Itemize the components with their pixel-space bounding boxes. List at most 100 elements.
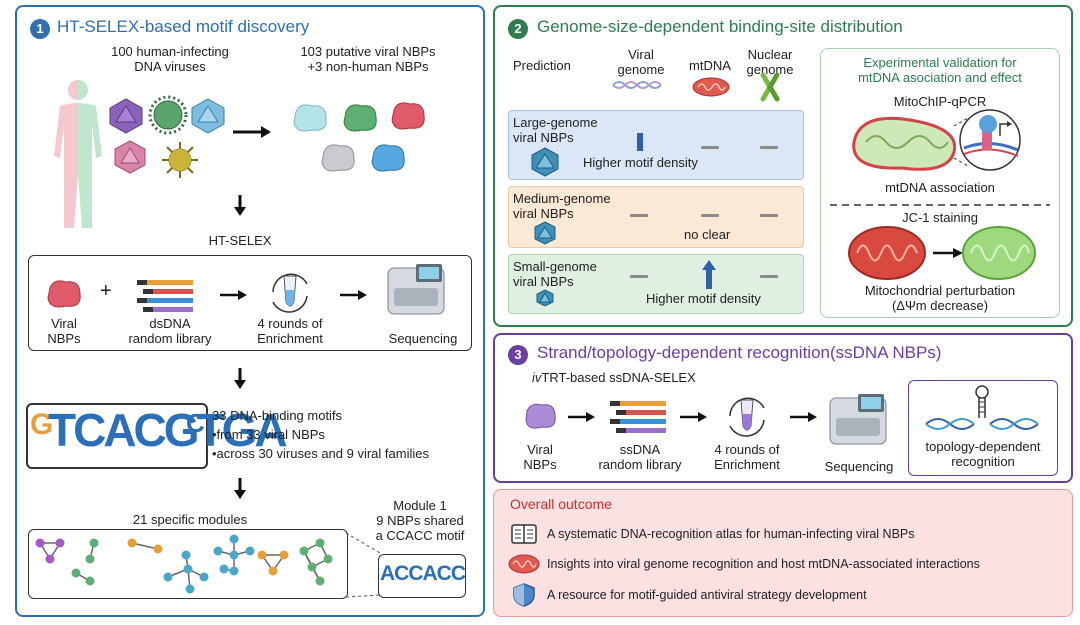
virus-icosahedron-icon-2 — [191, 98, 225, 134]
topology-label: topology-dependent recognition — [925, 439, 1041, 469]
viral-nbp-blob-icon — [47, 280, 81, 308]
small-viral-dash — [630, 275, 648, 278]
mitochip-illustration — [852, 109, 1021, 171]
panel-htselex — [15, 5, 485, 617]
sequencer-icon — [387, 264, 445, 315]
chromosome-icon — [760, 72, 780, 102]
panel3-viral-nbps-label: Viral NBPs — [523, 442, 557, 472]
panel1-title: HT-SELEX-based motif discovery — [57, 17, 310, 36]
arrow-down-icon-1 — [234, 195, 246, 216]
outcome-title: Overall outcome — [510, 496, 612, 512]
small-mtdna-up-arrow — [702, 260, 716, 289]
panel3-title: Strand/topology-dependent recognition(ss… — [537, 343, 942, 362]
human-silhouette-icon — [54, 80, 102, 228]
large-viral-bar — [637, 133, 643, 151]
arrow-right-icon — [233, 126, 271, 138]
virus-icosahedron-icon-1 — [109, 98, 143, 134]
module1-logo: ACCACC — [380, 562, 466, 585]
book-icon — [511, 524, 537, 544]
row-medium-label: Medium-genome viral NBPs — [513, 191, 611, 221]
module-callout-dashes — [345, 532, 381, 598]
validation-box — [820, 48, 1060, 318]
protein-blob-icon-5 — [371, 144, 405, 172]
modules-label: 21 specific modules — [132, 512, 248, 527]
arrow-right-icon-5 — [680, 412, 707, 422]
col-mtdna: mtDNA — [689, 58, 731, 73]
motifs-source-text: •from 33 viral NBPs — [212, 427, 325, 442]
large-nuclear-dash — [760, 146, 778, 149]
protein-blob-icon-3 — [391, 102, 425, 130]
ssdna-library-icon — [610, 401, 666, 433]
motif-logo-left-letter: G — [30, 408, 54, 441]
motif-logo-main: TCACGTGA — [48, 404, 288, 456]
htselex-label: HT-SELEX — [208, 233, 272, 248]
mitochondrion-outcome-icon — [508, 554, 540, 574]
plus-sign: + — [100, 280, 112, 302]
htselex-workflow-box — [28, 255, 472, 351]
row-medium-note: no clear — [684, 227, 731, 242]
workflow-sequencing-label: Sequencing — [388, 331, 458, 346]
panel3-number-badge: 3 — [508, 345, 528, 365]
medium-virus-icon — [534, 221, 556, 245]
arrow-right-icon-3 — [340, 290, 367, 300]
arrow-down-icon-2 — [234, 368, 246, 389]
medium-mtdna-dash — [701, 214, 719, 217]
panel2-number-badge: 2 — [508, 19, 528, 39]
panel3-subtitle-rest: TRT-based ssDNA-SELEX — [541, 370, 696, 385]
virus-spiky-icon — [148, 95, 188, 135]
arrow-right-icon-4 — [568, 412, 595, 422]
outcome-item-resource: A resource for motif-guided antiviral st… — [547, 588, 867, 602]
panel1-number-badge: 1 — [30, 19, 50, 39]
panel3-enrichment-label: 4 rounds of Enrichment — [714, 442, 780, 472]
panel3-library-label: ssDNA random library — [598, 442, 682, 472]
modules-network-box — [28, 529, 348, 599]
motif-logo-box — [26, 403, 208, 469]
hairpin-dna-icon — [925, 385, 1039, 430]
protein-blob-icon-2 — [343, 104, 377, 132]
small-virus-icon — [536, 289, 554, 307]
workflow-viral-nbps-label: Viral NBPs — [47, 316, 81, 346]
large-virus-icon — [531, 147, 559, 177]
row-large-note: Higher motif density — [583, 155, 698, 170]
protein-blob-icon-1 — [293, 104, 327, 132]
mito-perturbation-illustration — [848, 226, 1036, 280]
motifs-families-text: •across 30 viruses and 9 viral families — [212, 446, 429, 461]
panel3-sequencer-icon — [829, 394, 887, 445]
panel-genome-size — [493, 5, 1073, 327]
topology-box — [908, 380, 1058, 476]
col-nuclear-genome: Nuclear genome — [746, 47, 794, 77]
arrow-down-icon-3 — [234, 478, 246, 499]
medium-viral-dash — [630, 214, 648, 217]
large-mtdna-dash — [701, 146, 719, 149]
jc1-label: JC-1 staining — [902, 210, 978, 225]
panel3-sequencing-label: Sequencing — [824, 459, 894, 474]
panel-ssdna — [493, 333, 1073, 483]
medium-nuclear-dash — [760, 214, 778, 217]
small-nuclear-dash — [760, 275, 778, 278]
viruses-label: 100 human-infecting DNA viruses — [111, 44, 229, 74]
dna-helix-icon — [612, 81, 662, 89]
validation-divider — [830, 204, 1050, 206]
outcome-item-atlas: A systematic DNA-recognition atlas for h… — [547, 527, 915, 541]
row-small-label: Small-genome viral NBPs — [513, 259, 597, 289]
perturbation-label: Mitochondrial perturbation (ΔΨm decrease… — [864, 283, 1016, 313]
overall-outcome-box — [493, 489, 1073, 617]
shield-icon — [513, 583, 535, 607]
validation-title: Experimental validation for mtDNA asocia… — [858, 55, 1022, 85]
small-genome-row — [508, 254, 804, 314]
ssdna-nbp-blob-icon — [525, 403, 556, 429]
dsdna-library-icon — [137, 280, 193, 312]
motif-logo-right-letter: C — [186, 408, 205, 438]
arrow-right-icon-2 — [220, 290, 247, 300]
panel3-enrichment-tube-icon — [729, 397, 765, 437]
workflow-library-label: dsDNA random library — [128, 316, 212, 346]
protein-blob-icon-4 — [321, 144, 355, 172]
nbps-count-label: 103 putative viral NBPs +3 non-human NBP… — [300, 44, 436, 74]
row-large-label: Large-genome viral NBPs — [513, 115, 598, 145]
panel2-title: Genome-size-dependent binding-site distr… — [537, 17, 903, 36]
panel3-subtitle-italic: iv — [532, 370, 542, 385]
medium-genome-row — [508, 186, 804, 248]
outcome-item-insights: Insights into viral genome recognition a… — [547, 557, 980, 571]
module1-logo-box — [378, 554, 466, 598]
mtdna-association-label: mtDNA association — [885, 180, 995, 195]
